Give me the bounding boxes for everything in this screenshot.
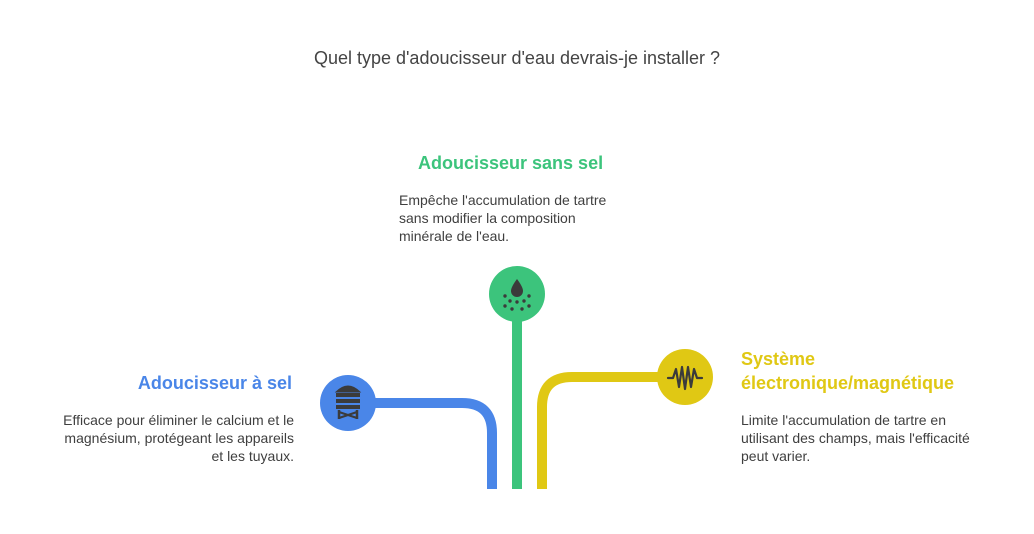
node-salt-softener (320, 375, 376, 431)
option-saltless-description: Empêche l'accumulation de tartre sans mo… (399, 192, 607, 244)
option-saltless-title: Adoucisseur sans sel (418, 153, 604, 173)
branch-line-salt (348, 398, 497, 489)
water-drop-icon (503, 279, 531, 311)
option-electronic-description: Limite l'accumulation de tartre en utili… (741, 412, 970, 464)
branch-line-electronic (537, 372, 685, 489)
option-salt-title: Adoucisseur à sel (137, 373, 292, 393)
waveform-icon (666, 365, 704, 391)
node-electronic-system (657, 349, 713, 405)
option-salt-description: Efficace pour éliminer le calcium et le … (63, 412, 294, 464)
option-electronic-title: Système électronique/magnétique (741, 349, 955, 393)
node-saltless-softener (489, 266, 545, 322)
page-title: Quel type d'adoucisseur d'eau devrais-je… (313, 48, 721, 68)
water-tower-icon (334, 385, 362, 419)
